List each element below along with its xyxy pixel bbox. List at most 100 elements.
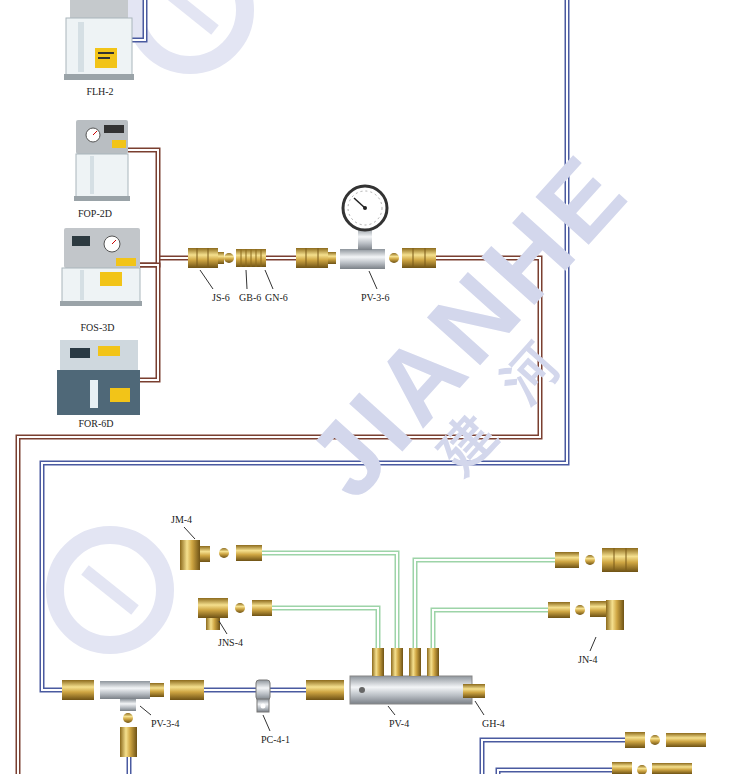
pump-fos [100,272,122,286]
elbow-jn4 [606,600,624,630]
fitting-js6 [197,248,198,268]
manifold-pv4 [372,648,384,676]
nut-fitting [625,732,645,748]
ferrule-ball [219,548,229,558]
nut-fitting [170,680,204,700]
green-pipe [433,610,548,648]
pump-fos [80,270,84,300]
pump-fop [76,154,128,198]
pump-fop [86,128,100,142]
fitting-js6 [218,252,224,264]
pressure-tee-pv36 [340,186,387,269]
manifold-pv4 [350,676,472,704]
manifold-pv4 [427,648,439,676]
pump-for [110,388,130,402]
ferrule-ball [637,765,647,774]
nut-fitting [120,727,137,757]
fitting-gn6 [296,248,328,268]
pump-fop [90,156,94,194]
pump-fos [116,258,136,266]
green-pipe [415,560,555,648]
green-pipe [415,560,555,648]
oil-pipe-outer [140,265,158,380]
pump-fos [64,228,140,268]
elbow-jn4 [590,601,608,617]
pump-for [57,340,140,415]
blue-pipe [204,688,306,693]
adapter-fitting [626,548,627,572]
pressure-tee-pv36 [348,191,382,225]
fitting-gn6 [296,248,336,268]
pump-for [57,370,140,415]
ferrule-ball [235,603,245,613]
leader-line [265,270,273,289]
fitting-gb6 [236,249,266,267]
nut-fitting [666,733,706,747]
blue-pipe [128,757,130,774]
pump-fop [76,120,128,154]
blue-pipe [498,770,612,774]
pump-unit: FOR-6D [52,338,140,430]
ferrule-ball [389,253,399,263]
fitting-js6 [208,248,209,268]
pump-unit: FLH-2 [55,0,145,98]
part-number: JN-4 [577,654,598,665]
oil-pipe [140,265,158,380]
nut-fitting [548,602,570,618]
ferrule-ball [123,713,133,723]
oil-pipe-inner [128,150,158,265]
elbow-jm4 [180,540,200,570]
brown-pipe [158,257,188,259]
nut-fitting [402,248,436,268]
part-number: GN-6 [264,292,289,303]
pump-fos [112,240,116,244]
manifold-pv4 [350,648,472,704]
part-number: PV-4 [388,718,410,729]
brown-pipe [266,256,296,261]
blue-pipe [498,770,612,774]
blue-pipe [42,0,625,774]
model-label-row: FOP-2D [62,208,128,220]
pump-for [90,380,98,408]
green-pipe [262,553,555,648]
model-label: FLH-2 [85,86,114,97]
watermark-logo [135,0,245,65]
nut-fitting [252,600,272,616]
pump-fos [72,236,90,246]
elbow-jm4 [200,546,210,562]
pump-flh [95,48,117,68]
pipe-clamp-pc41 [257,699,269,712]
elbow-jn4 [590,600,624,630]
nut-fitting [236,545,262,561]
watermark-logo [165,0,215,30]
leader-line [219,621,227,634]
manifold-pv4 [409,648,421,676]
manifold-pv4 [359,687,365,693]
pump-flh [70,0,128,18]
adapter-fitting [614,548,615,572]
pipe-clamp-pc41 [256,680,270,712]
watermark-logo [55,535,165,645]
ferrule-ball [575,605,585,615]
blue-pipe [482,740,625,774]
pump-flh [98,52,114,54]
pump-flh [64,0,134,80]
leader-line [369,271,377,289]
oil-pipe [128,150,158,265]
nut-fitting [425,248,426,268]
leader-line [263,715,270,731]
pump-fos [104,236,120,252]
pump-fop [112,140,126,148]
model-label: FOR-6D [77,418,114,429]
model-label: FOS-3D [80,322,116,333]
model-label-row: FOS-3D [55,322,140,334]
fitting-gb6 [241,249,261,267]
blue-pipe [204,689,306,691]
pump-for [98,346,120,356]
leader-line [388,706,395,715]
pressure-tee-pv36 [343,186,387,230]
tee-jns4 [198,598,228,618]
green-pipe [272,608,378,648]
nut-fitting [62,680,94,700]
green-pipe [262,553,397,648]
